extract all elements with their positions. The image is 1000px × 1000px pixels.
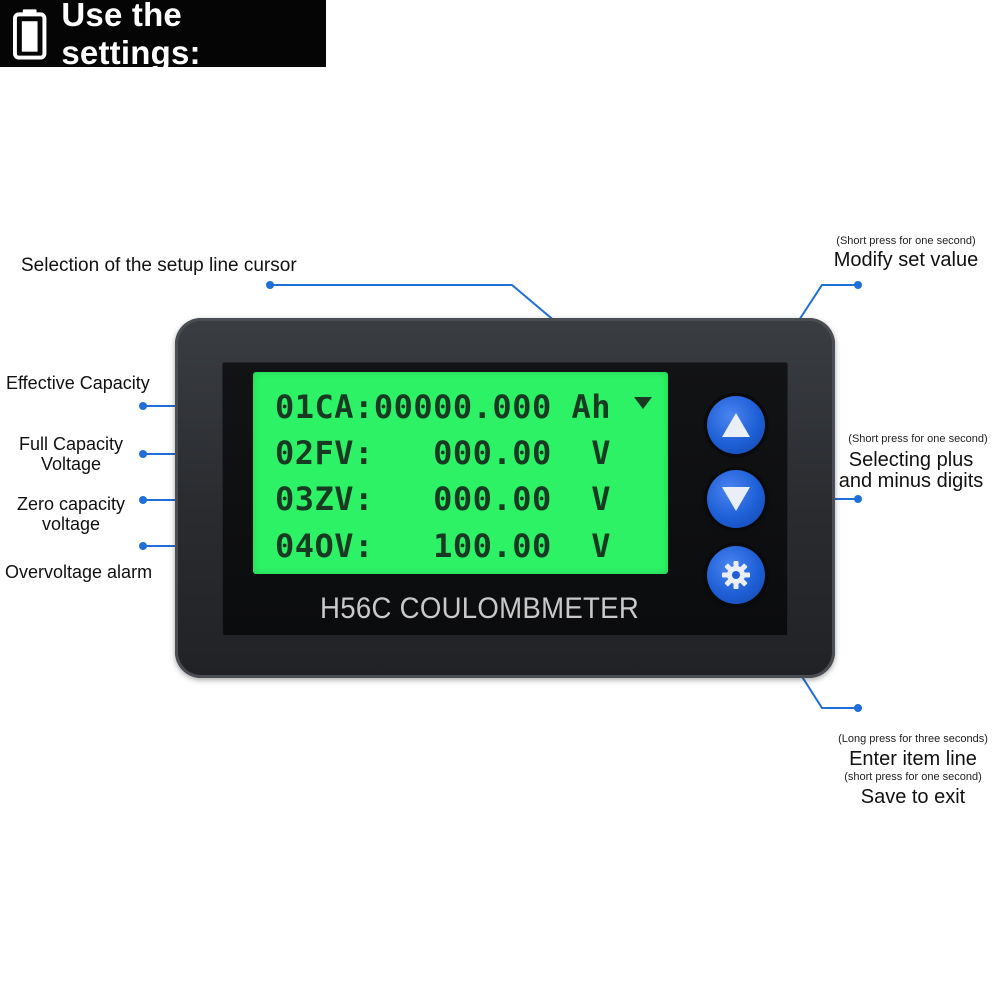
- settings-button[interactable]: [707, 546, 765, 604]
- down-button-hint: (Short press for one second): [848, 433, 988, 445]
- leader-dot-settings: [854, 704, 862, 712]
- up-arrow-icon: [722, 413, 750, 437]
- settings-button-hint-long: (Long press for three seconds): [838, 733, 988, 745]
- label-full-capacity: Full Capacity Voltage: [6, 434, 136, 474]
- label-zero-capacity: Zero capacity voltage: [6, 494, 136, 534]
- settings-button-desc-short: Save to exit: [860, 786, 966, 808]
- label-effective-capacity: Effective Capacity: [6, 373, 150, 393]
- up-button[interactable]: [707, 396, 765, 454]
- cursor-triangle-icon: [634, 397, 652, 409]
- settings-button-hint-short: (short press for one second): [844, 771, 982, 783]
- leader-dot-effective-capacity: [139, 402, 147, 410]
- leader-dot-up: [854, 281, 862, 289]
- leader-dot-overvoltage: [139, 542, 147, 550]
- settings-button-desc-long: Enter item line: [849, 748, 977, 770]
- page-title: Use the settings:: [61, 0, 201, 71]
- leader-dot-cursor: [266, 281, 274, 289]
- lcd-line-3: 03ZV: 000.00 V: [275, 480, 612, 518]
- up-button-desc: Modify set value: [833, 249, 979, 271]
- down-arrow-icon: [722, 487, 750, 511]
- label-zero-capacity-line2: voltage: [41, 514, 101, 534]
- label-full-capacity-line2: Voltage: [40, 454, 102, 474]
- lcd-line-1: 01CA:00000.000 Ah: [275, 388, 612, 426]
- header-banner: Use the settings:: [0, 0, 326, 71]
- gear-icon: [722, 561, 750, 589]
- up-button-hint: (Short press for one second): [836, 235, 976, 247]
- model-label: H56C COULOMBMETER: [320, 592, 640, 625]
- down-button[interactable]: [707, 470, 765, 528]
- lcd-screen: [253, 372, 668, 574]
- lcd-line-2: 02FV: 000.00 V: [275, 434, 612, 472]
- lcd-line-4: 04OV: 100.00 V: [275, 527, 612, 565]
- label-overvoltage: Overvoltage alarm: [5, 562, 153, 582]
- battery-icon: [12, 8, 47, 60]
- label-zero-capacity-line1: Zero capacity: [16, 494, 126, 514]
- down-button-desc-line2: and minus digits: [838, 470, 984, 492]
- leader-dot-down: [854, 495, 862, 503]
- label-full-capacity-line1: Full Capacity: [18, 434, 124, 454]
- down-button-desc-line1: Selecting plus: [848, 449, 974, 471]
- label-cursor: Selection of the setup line cursor: [21, 255, 297, 276]
- leader-dot-full-capacity: [139, 450, 147, 458]
- leader-dot-zero-capacity: [139, 496, 147, 504]
- down-button-desc: Selecting plus and minus digits: [813, 450, 1000, 492]
